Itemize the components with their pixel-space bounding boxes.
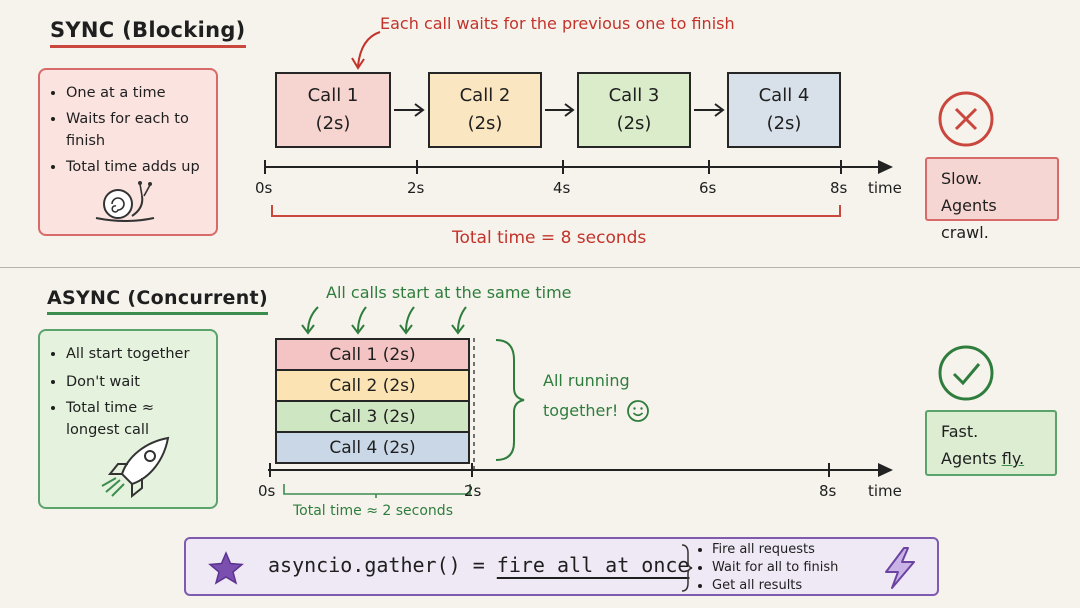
gather-bullet: Get all results <box>712 577 838 595</box>
sync-call-3: Call 3 (2s) <box>577 72 691 148</box>
gather-bullet: Wait for all to finish <box>712 559 838 577</box>
async-annotation: All calls start at the same time <box>326 283 572 302</box>
annotation-arrow-icon <box>351 31 381 70</box>
check-circle-icon <box>938 345 994 401</box>
sync-call-2: Call 2 (2s) <box>428 72 542 148</box>
sync-bullet: Waits for each to finish <box>66 108 204 152</box>
gather-emphasis: fire all at once <box>496 553 690 577</box>
call-label: Call 4 (2s) <box>329 437 416 458</box>
brace-icon <box>681 544 693 592</box>
gather-text: asyncio.gather() = fire all at once <box>268 553 689 577</box>
running-text-line: All running <box>543 371 630 390</box>
async-bullet: All start together <box>66 341 204 367</box>
running-text-line: together! <box>543 401 619 420</box>
sync-tick-label: 8s <box>830 179 848 197</box>
async-tick-label: 0s <box>258 482 276 500</box>
async-notes: All start together Don't wait Total time… <box>38 329 218 509</box>
async-tick-label: 2s <box>464 482 482 500</box>
async-bullet: Don't wait <box>66 369 204 395</box>
sync-axis-arrow <box>878 160 893 174</box>
call-label: Call 2 (2s) <box>329 375 416 396</box>
call-name: Call 4 <box>758 85 810 106</box>
async-call-2: Call 2 (2s) <box>275 369 470 402</box>
section-divider <box>0 267 1080 268</box>
call-label: Call 1 (2s) <box>329 344 416 365</box>
call-name: Call 3 <box>608 85 660 106</box>
async-timeline <box>268 338 893 498</box>
call-name: Call 1 <box>307 85 359 106</box>
call-label: Call 3 (2s) <box>329 406 416 427</box>
sync-total: Total time = 8 seconds <box>452 228 647 248</box>
async-axis-label: time <box>868 482 902 500</box>
sync-tick-label: 6s <box>699 179 717 197</box>
sync-bullet: Total time adds up <box>66 154 204 180</box>
async-title: ASYNC (Concurrent) <box>47 287 268 315</box>
sync-total-bracket <box>271 205 841 217</box>
sync-tick-label: 0s <box>255 179 273 197</box>
sync-tick-label: 2s <box>407 179 425 197</box>
async-verdict-emphasis: fly. <box>1001 449 1025 468</box>
star-icon <box>208 551 244 585</box>
sync-verdict-line: Agents crawl. <box>941 196 997 242</box>
async-call-4: Call 4 (2s) <box>275 431 470 464</box>
async-verdict-line: Fast. <box>941 422 979 441</box>
down-arrows-icon <box>301 306 467 335</box>
call-duration: (2s) <box>766 113 802 134</box>
x-circle-icon <box>938 91 994 147</box>
gather-summary: asyncio.gather() = fire all at once Fire… <box>184 537 939 596</box>
async-tick-label: 8s <box>819 482 837 500</box>
async-total-bracket <box>283 484 471 498</box>
sync-verdict-line: Slow. <box>941 169 983 188</box>
sync-timeline <box>264 103 893 217</box>
lightning-icon <box>885 547 915 589</box>
async-bullet: Total time ≈ longest call <box>66 397 204 441</box>
async-total: Total time ≈ 2 seconds <box>293 503 453 519</box>
sync-tick-label: 4s <box>553 179 571 197</box>
rocket-icon <box>101 436 170 498</box>
async-verdict: Fast. Agents fly. <box>925 410 1057 476</box>
async-axis-arrow <box>878 463 893 477</box>
sync-call-4: Call 4 (2s) <box>727 72 841 148</box>
call-duration: (2s) <box>467 113 503 134</box>
gather-code: asyncio.gather() = <box>268 553 497 577</box>
async-verdict-prefix: Agents <box>941 449 1002 468</box>
call-duration: (2s) <box>315 113 351 134</box>
gather-bullets: Fire all requests Wait for all to finish… <box>698 541 838 595</box>
sync-axis-label: time <box>868 179 902 197</box>
call-duration: (2s) <box>616 113 652 134</box>
smiley-icon <box>627 400 650 422</box>
sync-annotation: Each call waits for the previous one to … <box>380 14 735 33</box>
sync-title: SYNC (Blocking) <box>50 18 246 48</box>
sync-verdict: Slow. Agents crawl. <box>925 157 1059 242</box>
running-text: All running together! <box>543 366 650 426</box>
call-name: Call 2 <box>459 85 511 106</box>
sync-call-1: Call 1 (2s) <box>275 72 391 148</box>
sync-bullet: One at a time <box>66 80 204 106</box>
curly-brace-icon <box>495 339 525 461</box>
snail-icon <box>95 181 155 222</box>
gather-bullet: Fire all requests <box>712 541 838 559</box>
